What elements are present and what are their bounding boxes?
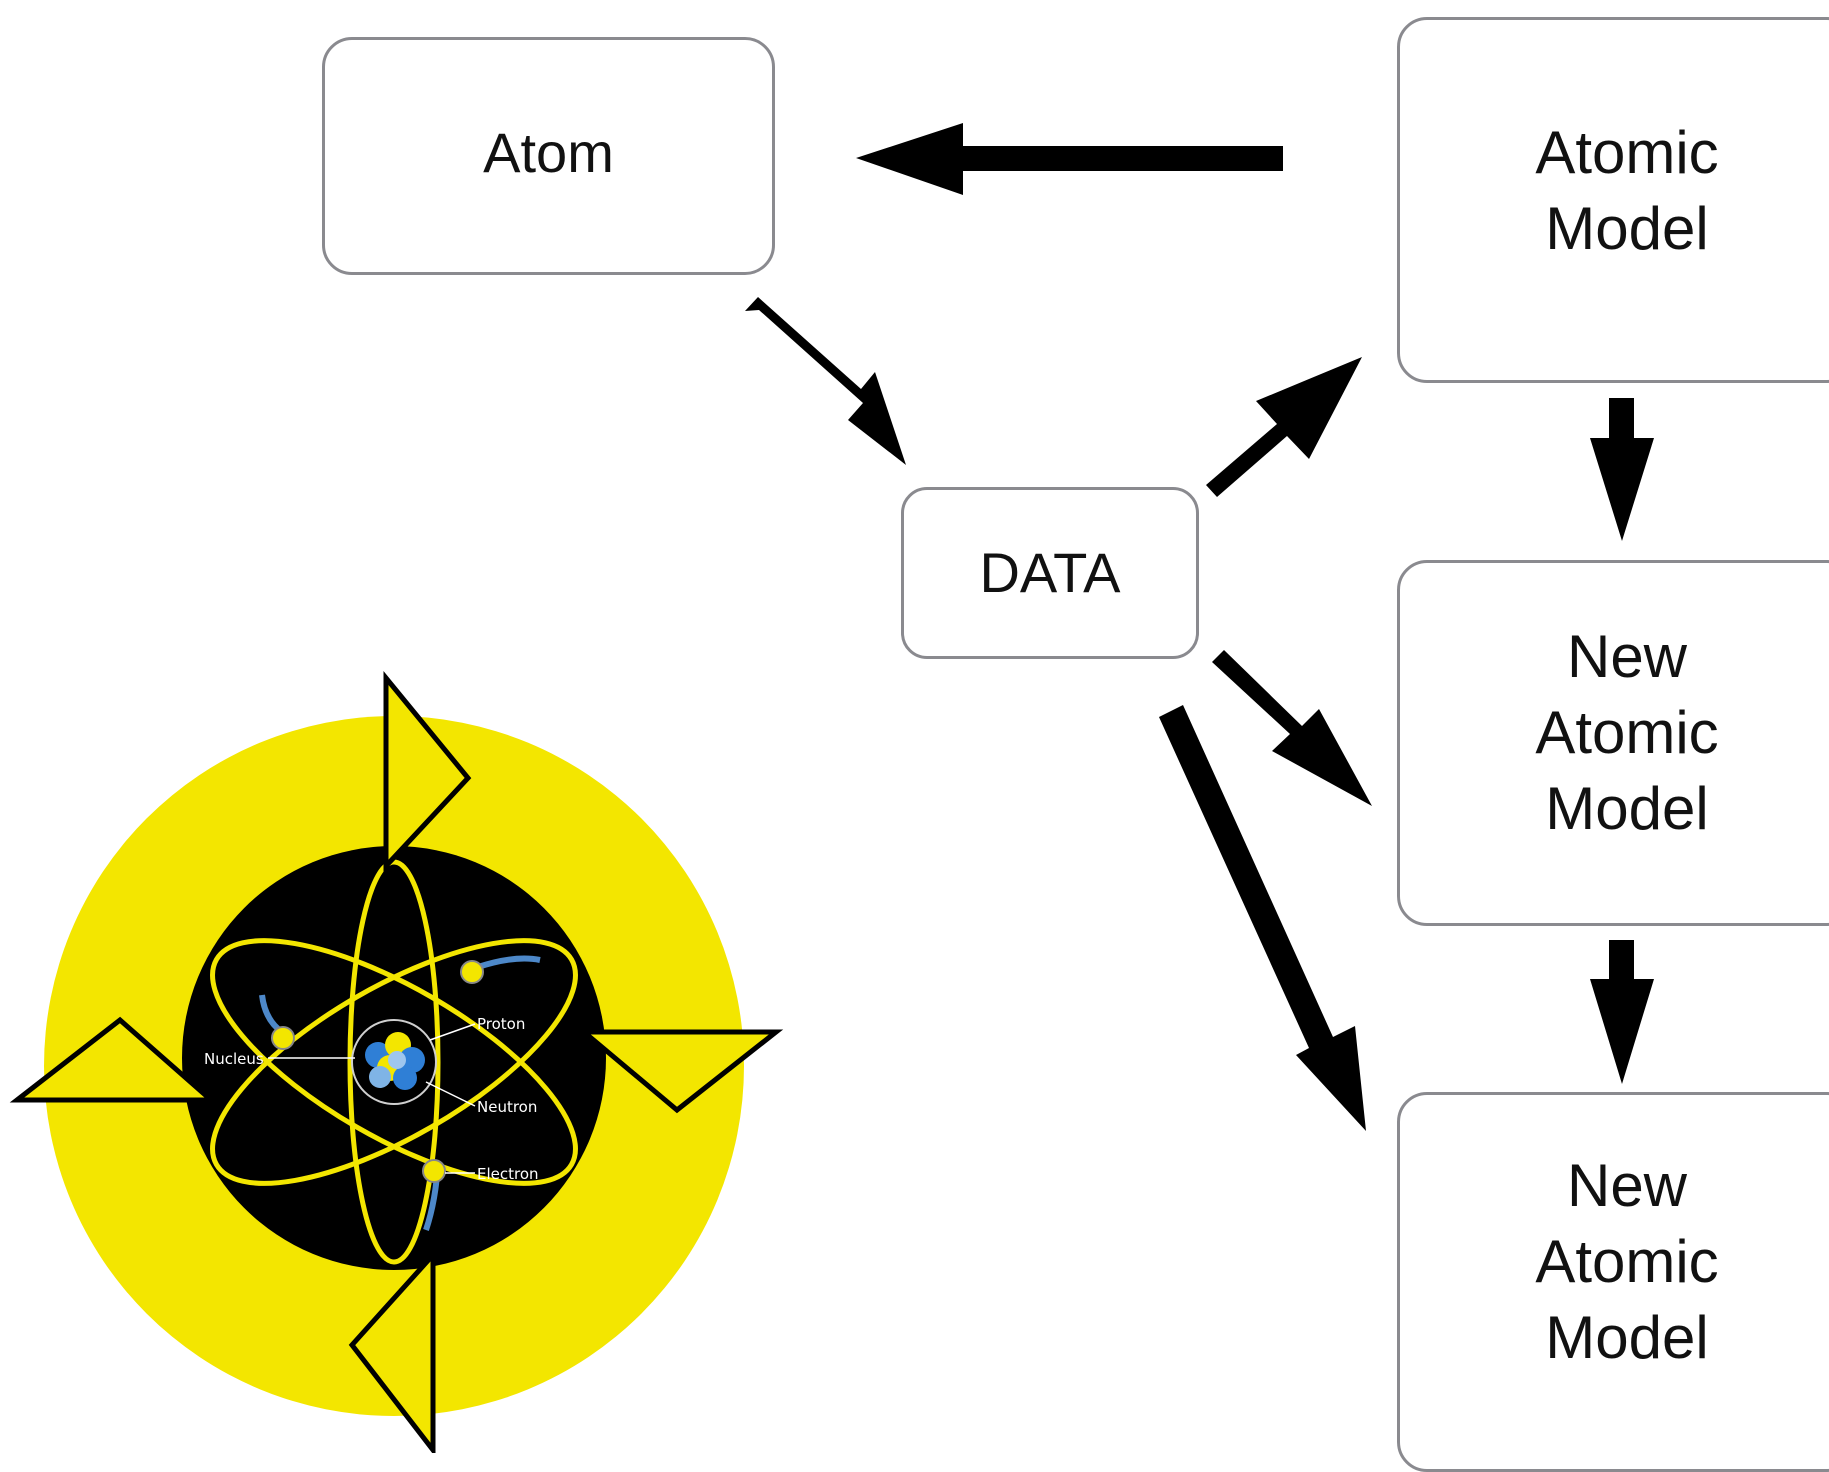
cycle-arrow-right xyxy=(577,1029,784,1114)
node-data-label: DATA xyxy=(979,541,1121,605)
arrow-atom-to-data xyxy=(745,297,906,465)
nucleus-label: Nucleus xyxy=(204,1050,264,1068)
arrow-data-to-atomic-model xyxy=(1206,357,1362,497)
electron-icon xyxy=(271,1026,295,1050)
arrow-atomic-model-to-atom xyxy=(856,123,1283,195)
cycle-arrow-bottom xyxy=(348,1248,436,1453)
leader-proton xyxy=(429,1023,476,1041)
node-data: DATA xyxy=(901,487,1199,659)
arrow-new-1-to-new-2 xyxy=(1590,940,1654,1084)
node-new-atomic-model-2-line-1: New xyxy=(1566,1151,1688,1219)
arrow-data-to-new-2 xyxy=(1159,705,1366,1131)
node-new-atomic-model-1-line-3: Model xyxy=(1545,775,1709,843)
nucleus-ring xyxy=(351,1019,437,1105)
atom-orbits xyxy=(210,859,578,1265)
cycle-arrow-top xyxy=(383,671,472,873)
cycle-arrow-left xyxy=(9,1016,218,1103)
orbit-diagonal-b xyxy=(210,938,578,1186)
electron-trail-1 xyxy=(477,955,541,970)
node-atomic-model: Atomic Model xyxy=(1397,17,1829,383)
node-new-atomic-model-2-line-2: Atomic xyxy=(1535,1227,1719,1295)
node-new-atomic-model-2-line-3: Model xyxy=(1545,1304,1709,1372)
nucleus-icon xyxy=(365,1032,425,1090)
orbit-diagonal-a xyxy=(210,938,578,1186)
leader-neutron xyxy=(425,1081,476,1107)
electron-icon xyxy=(422,1159,446,1183)
arrow-data-to-new-1 xyxy=(1212,650,1372,806)
node-atom: Atom xyxy=(322,37,775,275)
node-new-atomic-model-1-line-1: New xyxy=(1566,622,1688,690)
proton-label: Proton xyxy=(477,1015,525,1033)
node-new-atomic-model-1-line-2: Atomic xyxy=(1535,698,1719,766)
atom-illustration: Nucleus Proton Neutron Electron xyxy=(9,671,784,1453)
node-atom-label: Atom xyxy=(483,121,614,185)
node-atomic-model-line-1: Atomic xyxy=(1535,118,1719,186)
electron-icon xyxy=(460,960,484,984)
cycle-arrows xyxy=(9,671,784,1453)
orbit-vertical xyxy=(347,859,441,1265)
neutron-label: Neutron xyxy=(477,1098,537,1116)
node-new-atomic-model-1: New Atomic Model xyxy=(1397,560,1829,926)
node-new-atomic-model-2: New Atomic Model xyxy=(1397,1092,1829,1472)
electron-label: Electron xyxy=(477,1165,539,1183)
arrow-atomic-model-to-new-1 xyxy=(1590,398,1654,541)
node-atomic-model-line-2: Model xyxy=(1545,195,1709,262)
